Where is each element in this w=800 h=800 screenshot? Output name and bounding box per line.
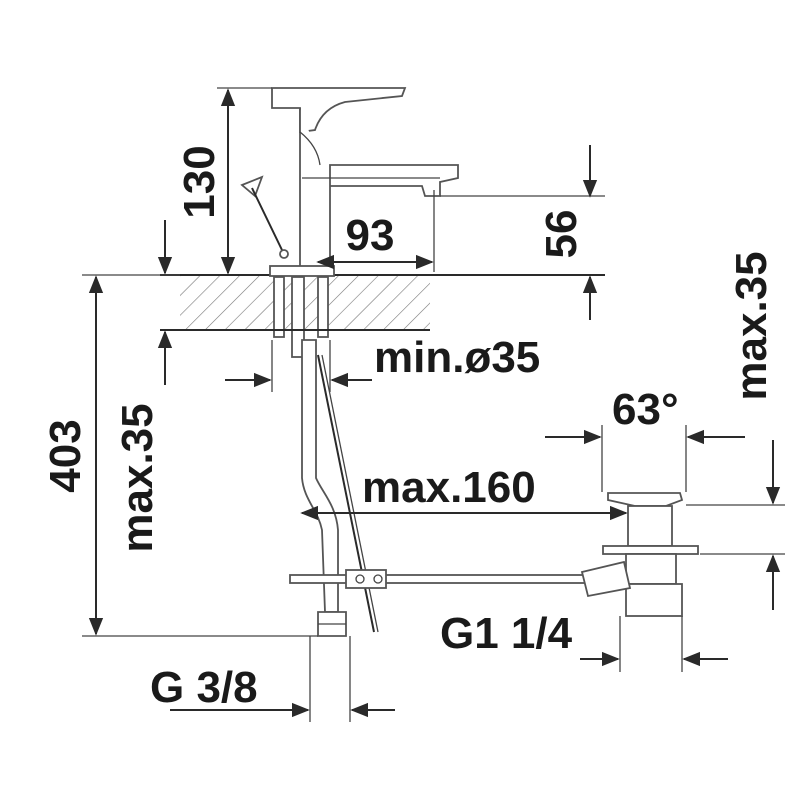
dim-deck-thickness-right: max.35 (727, 251, 776, 400)
mounting-assembly (270, 276, 334, 358)
dim-spout-height: 56 (537, 210, 586, 259)
waste-lever-joint (580, 560, 632, 598)
tap-body (240, 87, 459, 277)
dim-total-height: 403 (41, 419, 90, 492)
dim-rod-length: max.160 (362, 463, 536, 512)
connecting-rod (289, 574, 591, 584)
dim-deck-thickness-left: max.35 (113, 403, 162, 552)
rod-clamp (345, 569, 387, 589)
countertop (160, 274, 605, 331)
dim-tap-height: 130 (175, 145, 224, 218)
waste-plug (580, 492, 699, 617)
tap-lever (271, 87, 407, 134)
dim-waste-angle: 63° (612, 385, 679, 434)
dim-waste-thread: G1 1/4 (440, 609, 573, 658)
dim-spout-reach: 93 (346, 211, 395, 260)
dim-hose-thread: G 3/8 (150, 663, 258, 712)
dimension-lines (82, 87, 785, 722)
tap-base (269, 265, 335, 277)
dim-hole-diameter: min.ø35 (374, 333, 540, 382)
tap-curve (299, 131, 321, 166)
pop-up-knob (240, 175, 264, 198)
